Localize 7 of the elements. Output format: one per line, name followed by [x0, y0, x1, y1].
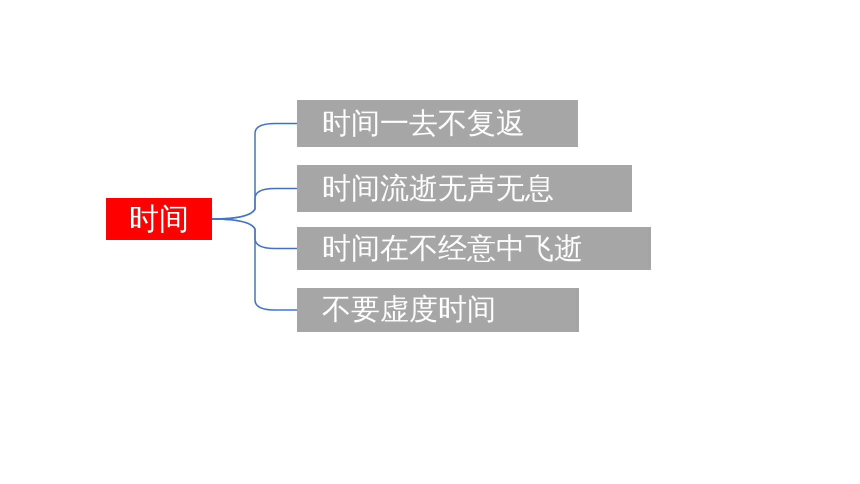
item-box: 时间流逝无声无息	[297, 165, 632, 212]
item-box: 时间在不经意中飞逝	[297, 227, 651, 270]
brace-connector	[212, 218, 297, 311]
item-box: 不要虚度时间	[297, 288, 579, 332]
topic-box: 时间	[106, 198, 212, 240]
brace-connector	[212, 188, 297, 220]
item-box: 时间一去不复返	[297, 100, 578, 147]
